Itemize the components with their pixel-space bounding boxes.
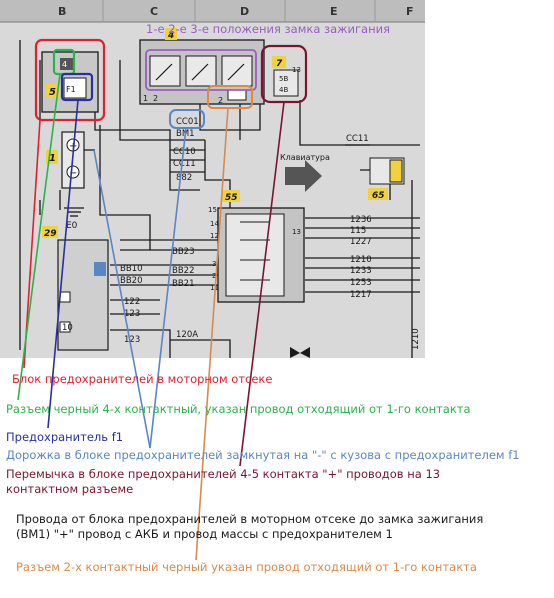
block-65-badge: [368, 188, 388, 200]
ignition-pin2b: 2: [218, 96, 223, 105]
battery-number: 1: [49, 153, 56, 164]
grid-col-f: F: [406, 5, 414, 18]
highlight-f1: [60, 72, 94, 102]
highlight-cc01: [169, 109, 205, 129]
wire-label: BB21: [172, 279, 194, 289]
grid-col-d: D: [240, 5, 249, 18]
grid-col-c: C: [150, 5, 158, 18]
wire-label: BB22: [172, 266, 194, 276]
leader-cc01: [149, 127, 187, 449]
wire-label: CC10: [173, 147, 196, 157]
caption-connector2: Разъем 2-х контактный черный указан пров…: [16, 560, 477, 574]
wire-label: CC11: [346, 134, 369, 144]
relay-7-pin-b: 4B: [279, 86, 288, 94]
wire-label: 120A: [176, 330, 198, 340]
relay-7-number: 7: [276, 59, 283, 69]
caption-track: Дорожка в блоке предохранителей замкнута…: [6, 448, 520, 462]
highlight-connector2: [207, 85, 253, 109]
wire-label: 1227: [350, 237, 372, 247]
wire-label: BB23: [172, 247, 194, 257]
caption-f1: Предохранитель f1: [6, 430, 124, 444]
battery-minus: −: [69, 168, 77, 179]
ignition-pin2: 2: [153, 94, 158, 103]
block-55-pin: 2: [212, 272, 216, 280]
fuse-block-badge: [46, 84, 60, 98]
leader-relay: [239, 101, 285, 467]
relay-7-pin-c: 13: [292, 66, 301, 74]
grid-header: [0, 0, 425, 22]
leader-track: [93, 149, 151, 449]
block-55-number: 55: [225, 193, 238, 203]
ignition-block-badge: [165, 28, 177, 40]
ground-label: E0: [66, 221, 78, 231]
wire-label: 123: [124, 309, 140, 319]
keyboard-label: Клавиатура: [280, 153, 330, 162]
wire-label: 1233: [350, 266, 372, 276]
relay-7-badge: [272, 56, 286, 68]
fuse-block-number: 5: [49, 87, 56, 98]
keyboard-arrow-icon: [285, 160, 322, 192]
caption-fuse-block: Блок предохранителей в моторном отсеке: [12, 372, 273, 386]
ignition-block-number: 4: [167, 31, 174, 41]
annotation-top: 1-е 2-е 3-е положения замка зажигания: [146, 22, 391, 36]
wire-label: CC01: [176, 117, 199, 127]
block-29-number: 29: [44, 229, 57, 239]
fuse-f1-label: F1: [66, 85, 76, 94]
caption-jumper: Перемычка в блоке предохранителей 4-5 ко…: [6, 467, 441, 496]
block-55-pin-15: 15: [208, 206, 217, 214]
block-55-pin: 14: [210, 220, 219, 228]
relay-7-pin-a: 5B: [279, 75, 288, 83]
relay-7-body: [273, 69, 299, 97]
grid-col-e: E: [330, 5, 338, 18]
wire-label: 882: [176, 173, 192, 183]
caption-connector4: Разъем черный 4-х контактный, указан про…: [6, 402, 471, 416]
connector4-number: 4: [62, 60, 67, 69]
ignition-pin1: 1: [143, 94, 148, 103]
wire-label: 10: [62, 323, 73, 333]
wire-label: 1217: [350, 290, 372, 300]
highlight-ignition-positions: [145, 49, 257, 91]
wire-label-vertical: 1210: [411, 328, 421, 350]
grid-col-b: B: [58, 5, 66, 18]
block-65-number: 65: [372, 191, 385, 201]
wire-label: BB10: [120, 264, 142, 274]
wire-label: 115: [350, 226, 366, 236]
wire-label: 1210: [350, 255, 372, 265]
block-55-pin: 3: [212, 260, 216, 268]
block-55-pin: 12: [210, 232, 219, 240]
wire-label: BB20: [120, 276, 142, 286]
block-55-pin-13: 13: [292, 228, 301, 236]
wire-label: CC11: [173, 159, 196, 169]
wire-label: 1236: [350, 215, 372, 225]
wire-label: 1253: [350, 278, 372, 288]
block-29-badge: [42, 226, 58, 238]
caption-wires: Провода от блока предохранителей в мотор…: [16, 512, 484, 541]
leader-connector4: [17, 73, 61, 401]
leader-connector2: [195, 107, 229, 561]
highlight-fuse-block: [34, 38, 106, 122]
bowtie-icon: [290, 347, 310, 358]
block-55-badge: [222, 190, 240, 202]
wire-label: 123: [124, 335, 140, 345]
leader-f1: [47, 99, 79, 429]
wire-label: 122: [124, 297, 140, 307]
